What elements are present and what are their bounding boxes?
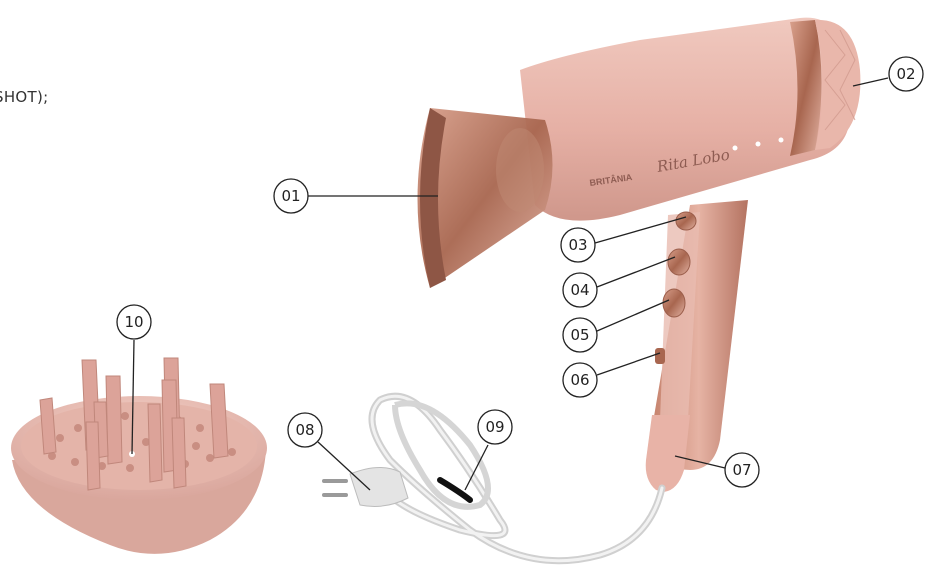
svg-text:04: 04 <box>570 281 589 299</box>
svg-text:07: 07 <box>732 461 751 479</box>
callout-05: 05 <box>563 318 597 352</box>
power-plug <box>322 467 408 506</box>
callout-02: 02 <box>889 57 923 91</box>
svg-text:03: 03 <box>568 236 587 254</box>
temperature-button[interactable] <box>668 249 690 275</box>
top-button[interactable] <box>676 212 696 230</box>
speed-button[interactable] <box>663 289 685 317</box>
indicator-light <box>779 138 784 143</box>
callout-07: 07 <box>725 453 759 487</box>
svg-text:05: 05 <box>570 326 589 344</box>
handle-end <box>646 415 690 492</box>
diffuser <box>11 358 267 554</box>
callout-10: 10 <box>117 305 151 339</box>
side-switch[interactable] <box>655 348 665 364</box>
nozzle-fan <box>496 128 544 212</box>
callout-04: 04 <box>563 273 597 307</box>
callout-03: 03 <box>561 228 595 262</box>
indicator-light <box>733 146 738 151</box>
power-cord <box>372 396 662 560</box>
indicator-light <box>756 142 761 147</box>
callout-09: 09 <box>478 410 512 444</box>
svg-text:06: 06 <box>570 371 589 389</box>
svg-text:08: 08 <box>295 421 314 439</box>
svg-text:10: 10 <box>124 313 143 331</box>
callout-06: 06 <box>563 363 597 397</box>
callout-08: 08 <box>288 413 322 447</box>
svg-text:02: 02 <box>896 65 915 83</box>
callout-01: 01 <box>274 179 308 213</box>
svg-text:09: 09 <box>485 418 504 436</box>
svg-text:01: 01 <box>281 187 300 205</box>
